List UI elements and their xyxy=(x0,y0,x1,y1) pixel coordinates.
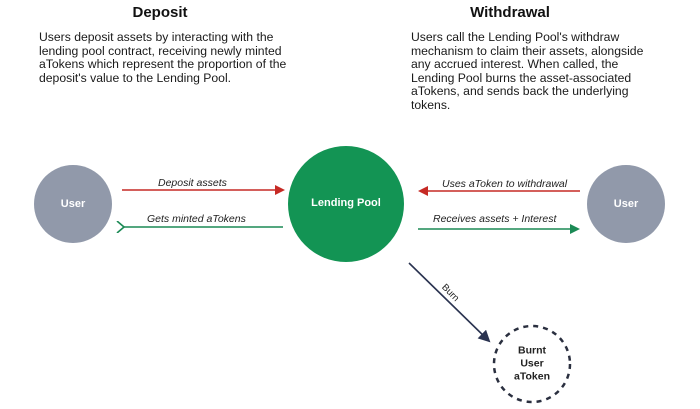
lending-pool-label: Lending Pool xyxy=(311,197,381,209)
withdrawal-description: Users call the Lending Pool's withdraw m… xyxy=(411,30,644,112)
user-right-label: User xyxy=(613,198,639,210)
gets-minted-label: Gets minted aTokens xyxy=(147,213,246,225)
burnt-atoken-label: Burnt User aToken xyxy=(514,345,550,384)
receives-assets-label: Receives assets + Interest xyxy=(433,213,557,225)
burn-arrow xyxy=(408,262,491,343)
withdrawal-title: Withdrawal xyxy=(470,4,550,21)
user-left-label: User xyxy=(60,198,86,210)
burnt-line-1: Burnt xyxy=(517,344,546,357)
deposit-title: Deposit xyxy=(132,4,188,21)
lending-pool-node xyxy=(288,146,404,262)
burnt-atoken-node xyxy=(492,324,572,404)
burnt-line-3: aToken xyxy=(514,370,550,383)
deposit-assets-label: Deposit assets xyxy=(158,177,227,189)
deposit-description: Users deposit assets by interacting with… xyxy=(39,30,287,85)
user-right-node xyxy=(587,165,665,243)
uses-atoken-label: Uses aToken to withdrawal xyxy=(442,178,568,190)
user-left-node xyxy=(34,165,112,243)
burnt-line-2: User xyxy=(520,357,544,370)
